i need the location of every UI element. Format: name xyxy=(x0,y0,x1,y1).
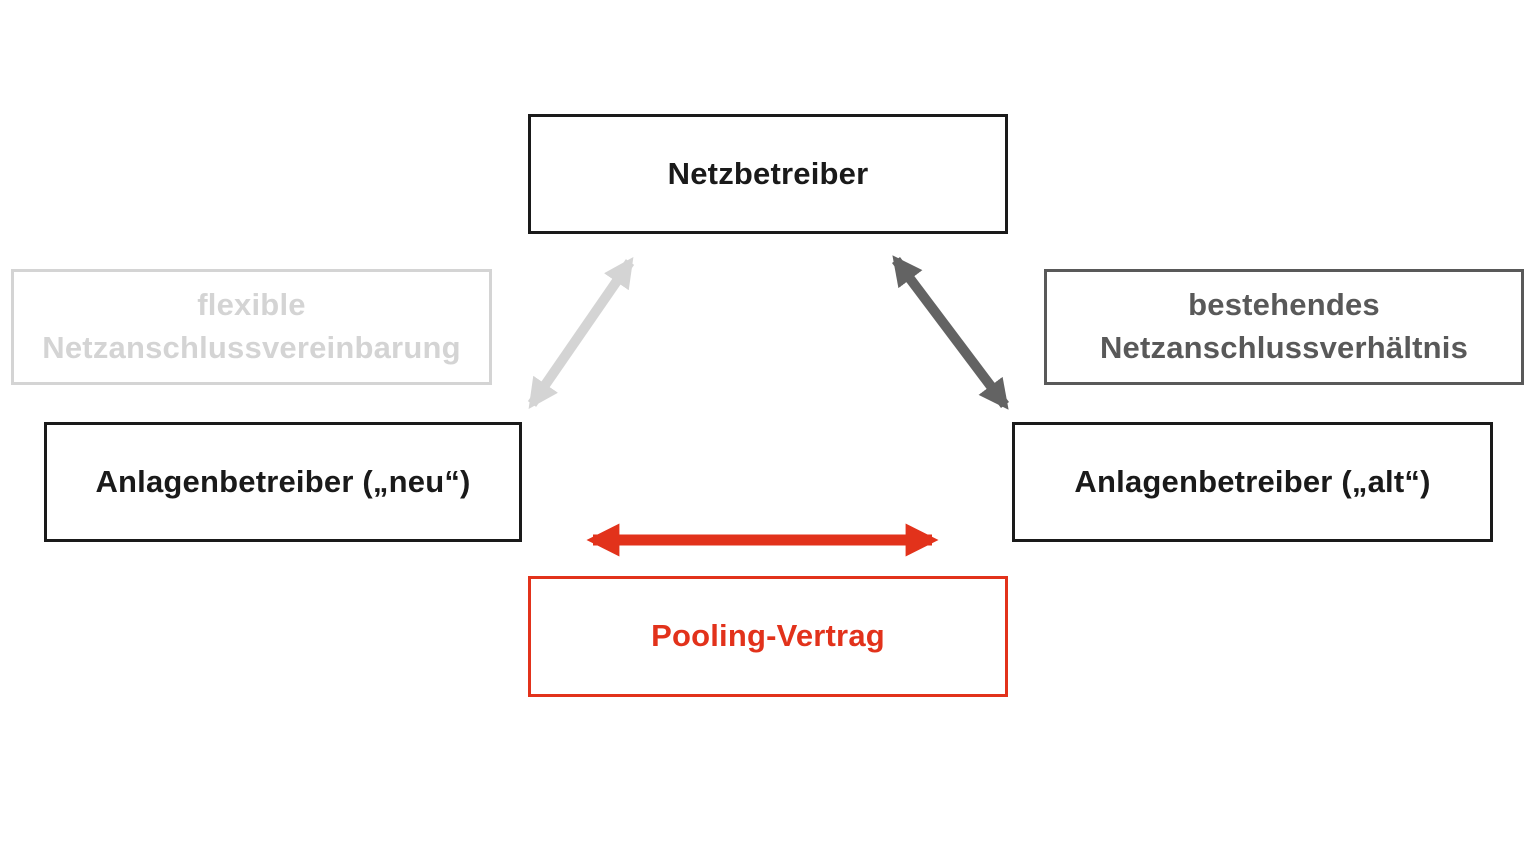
node-pooling-vertrag-label: Pooling-Vertrag xyxy=(651,618,885,654)
node-pooling-vertrag: Pooling-Vertrag xyxy=(528,576,1008,697)
arrow-netzbetreiber-anlagenbetreiber-neu xyxy=(527,257,635,409)
node-anlagenbetreiber-neu: Anlagenbetreiber („neu“) xyxy=(44,422,522,542)
node-bestehendes-line2: Netzanschlussverhältnis xyxy=(1099,330,1469,365)
node-bestehendes-line1: bestehendes xyxy=(1188,287,1380,323)
arrow-netzbetreiber-anlagenbetreiber-alt xyxy=(892,255,1009,410)
node-anlagenbetreiber-alt-label: Anlagenbetreiber („alt“) xyxy=(1074,463,1431,499)
node-flexible-netzanschlussvereinbarung: flexible Netzanschlussvereinbarung xyxy=(11,269,492,385)
node-flexible-line1: flexible xyxy=(197,287,306,323)
node-netzbetreiber: Netzbetreiber xyxy=(528,114,1008,234)
node-bestehendes-netzanschlussverhaeltnis: bestehendes Netzanschlussverhältnis xyxy=(1044,269,1524,385)
node-anlagenbetreiber-neu-label: Anlagenbetreiber („neu“) xyxy=(95,463,471,499)
node-flexible-line2: Netzanschlussvereinbarung xyxy=(42,330,461,365)
node-anlagenbetreiber-alt: Anlagenbetreiber („alt“) xyxy=(1012,422,1493,542)
node-netzbetreiber-label: Netzbetreiber xyxy=(667,155,869,191)
